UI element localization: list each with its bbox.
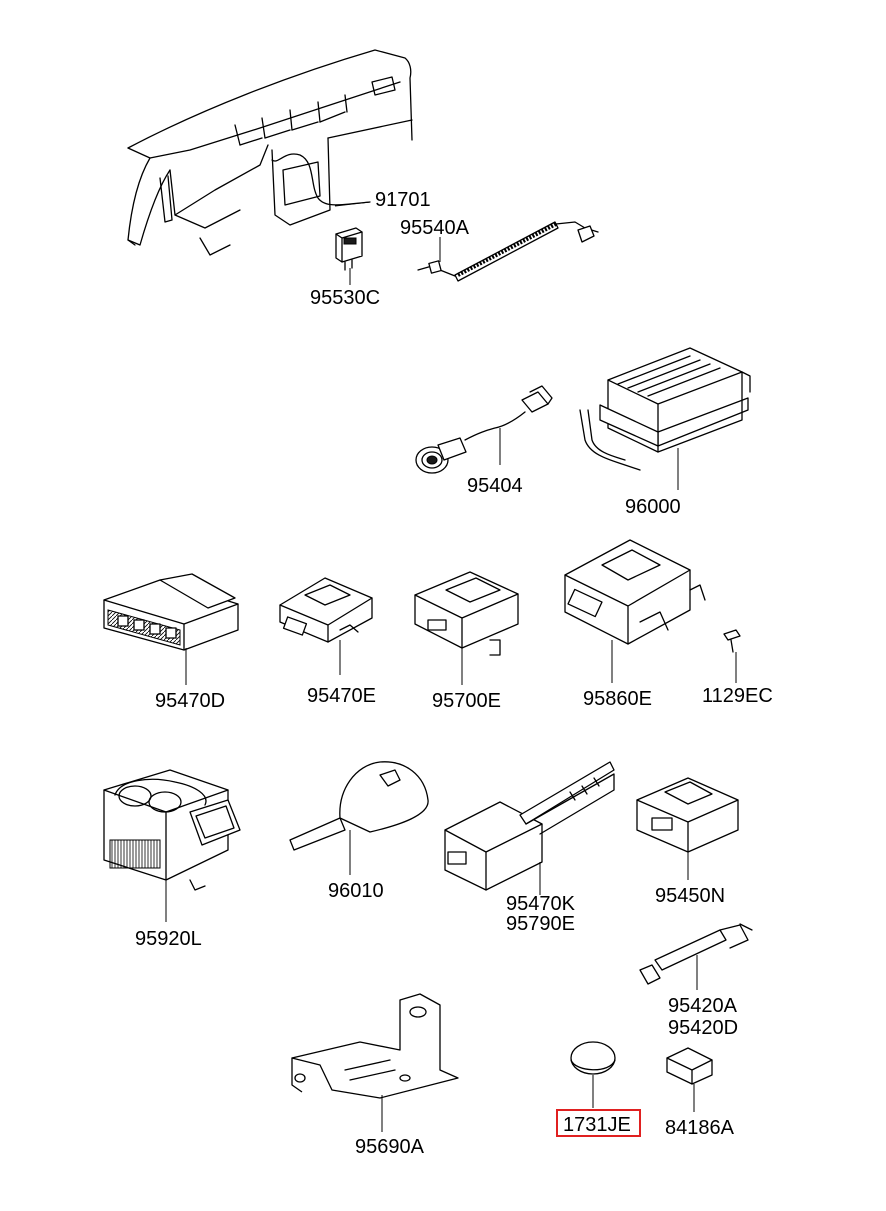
label-95404[interactable]: 95404 <box>467 475 523 497</box>
housing-95920L-illustration <box>103 769 241 922</box>
module-95860E-illustration <box>564 539 706 683</box>
label-91701[interactable]: 91701 <box>375 189 431 211</box>
module-95470D-illustration <box>103 573 239 685</box>
cap-1731JE-illustration <box>570 1041 616 1108</box>
label-95470E[interactable]: 95470E <box>307 685 376 707</box>
label-95470K[interactable]: 95470K <box>506 893 576 915</box>
label-95790E[interactable]: 95790E <box>506 913 575 935</box>
label-95690A[interactable]: 95690A <box>355 1136 425 1158</box>
dashboard-illustration <box>127 49 413 256</box>
label-95450N[interactable]: 95450N <box>655 885 725 907</box>
audio-unit-96000-illustration <box>579 347 751 490</box>
module-95700E-illustration <box>414 571 519 685</box>
label-1731JE[interactable]: 1731JE <box>563 1114 631 1136</box>
label-96000[interactable]: 96000 <box>625 496 681 518</box>
label-95420A[interactable]: 95420A <box>668 995 738 1017</box>
cable-95540A-illustration <box>417 221 599 282</box>
label-84186A[interactable]: 84186A <box>665 1117 735 1139</box>
label-95860E[interactable]: 95860E <box>583 688 652 710</box>
module-95450N-illustration <box>636 777 739 880</box>
strip-95420A-illustration <box>639 923 753 990</box>
label-95470D[interactable]: 95470D <box>155 690 225 712</box>
bracket-95690A-illustration <box>291 993 459 1132</box>
label-95700E[interactable]: 95700E <box>432 690 501 712</box>
switch-95530C-illustration <box>335 227 363 285</box>
label-96010[interactable]: 96010 <box>328 880 384 902</box>
highlight-box-1731JE <box>556 1109 641 1137</box>
label-95920L[interactable]: 95920L <box>135 928 202 950</box>
module-95470E-illustration <box>279 577 373 675</box>
module-95470K-illustration <box>444 761 615 895</box>
label-95420D[interactable]: 95420D <box>668 1017 738 1039</box>
label-95530C[interactable]: 95530C <box>310 287 380 309</box>
sensor-95404-illustration <box>415 385 553 474</box>
label-95540A[interactable]: 95540A <box>400 217 470 239</box>
screw-1129EC-illustration <box>723 629 741 683</box>
pad-84186A-illustration <box>666 1047 713 1112</box>
label-1129EC[interactable]: 1129EC <box>702 685 773 707</box>
cover-96010-illustration <box>289 761 429 875</box>
